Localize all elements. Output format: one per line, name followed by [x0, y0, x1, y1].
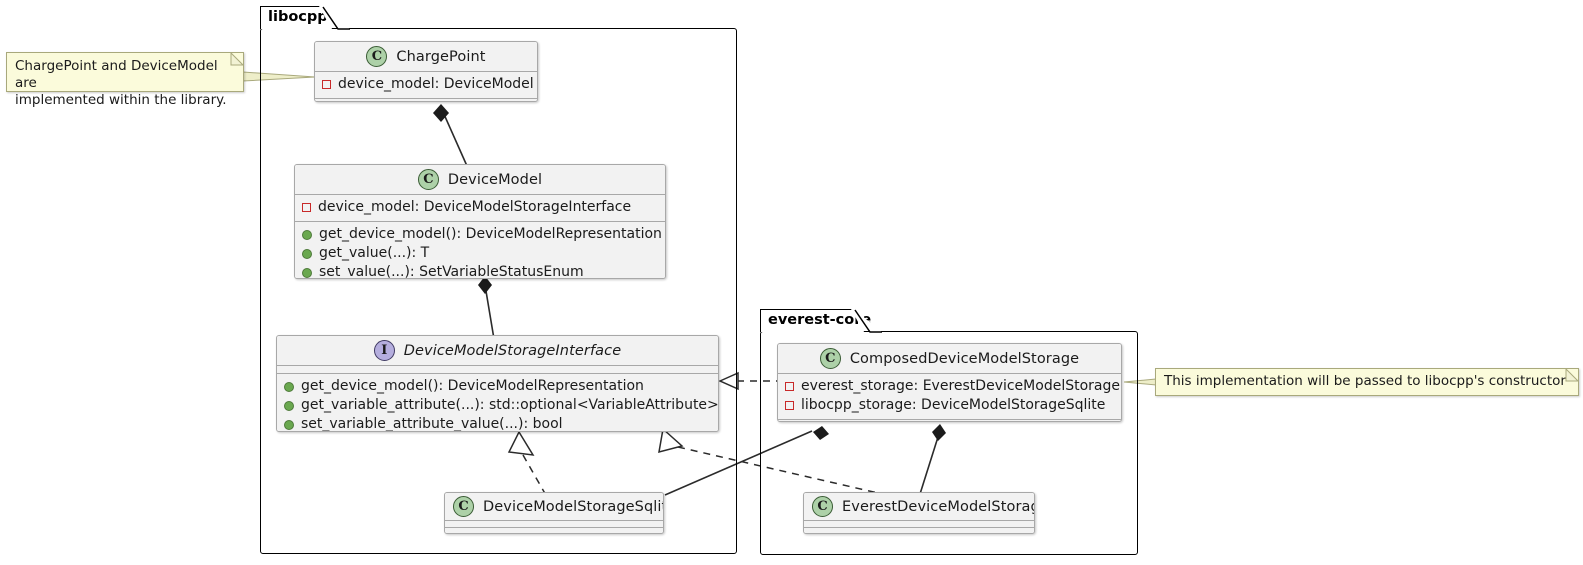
private-visibility-icon [785, 401, 794, 410]
package-libocpp: libocpp [260, 6, 737, 554]
method-text: get_value(...): T [319, 245, 430, 261]
method-text: get_device_model(): DeviceModelRepresent… [319, 226, 662, 242]
interface-icon: I [373, 340, 395, 361]
attribute-text: libocpp_storage: DeviceModelStorageSqlit… [801, 397, 1106, 413]
method-text: get_variable_attribute(...): std::option… [301, 397, 719, 413]
class-EverestDeviceModelStorage[interactable]: C EverestDeviceModelStorage [803, 492, 1035, 534]
method-row: set_variable_attribute_value(...): bool [277, 415, 718, 432]
class-ComposedDeviceModelStorage[interactable]: C ComposedDeviceModelStorage everest_sto… [777, 343, 1122, 422]
class-ComposedDeviceModelStorage-name: ComposedDeviceModelStorage [849, 350, 1080, 367]
package-libocpp-body [260, 28, 737, 554]
class-ChargePoint-methods [315, 99, 537, 101]
class-DeviceModelStorageSqlite-methods [445, 528, 663, 533]
note-constructor: This implementation will be passed to li… [1155, 368, 1579, 396]
method-row: get_device_model(): DeviceModelRepresent… [277, 377, 718, 396]
attribute-text: everest_storage: EverestDeviceModelStora… [801, 378, 1120, 394]
method-row: get_variable_attribute(...): std::option… [277, 396, 718, 415]
class-DeviceModelStorageInterface-name: DeviceModelStorageInterface [403, 342, 622, 359]
class-DeviceModel-attributes: device_model: DeviceModelStorageInterfac… [295, 195, 665, 222]
package-everest-core-label: everest-core [768, 312, 872, 328]
class-DeviceModelStorageSqlite-attributes [445, 521, 663, 528]
package-libocpp-label: libocpp [268, 9, 328, 25]
public-visibility-icon [284, 381, 294, 392]
class-icon: C [453, 496, 474, 517]
method-row: get_value(...): T [295, 244, 665, 263]
class-DeviceModelStorageInterface-methods: get_device_model(): DeviceModelRepresent… [277, 374, 718, 432]
note-library-text: ChargePoint and DeviceModel are implemen… [15, 58, 227, 108]
class-ChargePoint[interactable]: C ChargePoint device_model: DeviceModel [314, 41, 538, 102]
class-icon: C [417, 169, 439, 190]
private-visibility-icon [785, 382, 794, 391]
method-row: set_value(...): SetVariableStatusEnum [295, 263, 665, 279]
package-libocpp-tab: libocpp [260, 6, 332, 30]
attribute-text: device_model: DeviceModel [338, 76, 534, 92]
method-row: get_device_model(): DeviceModelRepresent… [295, 225, 665, 244]
note-constructor-text: This implementation will be passed to li… [1164, 373, 1566, 389]
class-ChargePoint-name: ChargePoint [396, 48, 486, 65]
private-visibility-icon [322, 80, 331, 89]
class-DeviceModel-name: DeviceModel [447, 171, 543, 188]
class-icon: C [366, 46, 388, 67]
class-DeviceModelStorageSqlite-header: C DeviceModelStorageSqlite [445, 493, 663, 521]
class-DeviceModel-methods: get_device_model(): DeviceModelRepresent… [295, 222, 665, 279]
class-icon: C [812, 496, 833, 517]
package-everest-core-tab: everest-core [760, 309, 871, 333]
class-DeviceModel-header: C DeviceModel [295, 165, 665, 195]
attribute-row: device_model: DeviceModel [315, 75, 537, 94]
method-text: set_value(...): SetVariableStatusEnum [319, 264, 584, 279]
class-DeviceModelStorageInterface-attributes [277, 366, 718, 374]
class-icon: C [819, 348, 841, 369]
attribute-row: device_model: DeviceModelStorageInterfac… [295, 198, 665, 217]
class-DeviceModelStorageInterface-header: I DeviceModelStorageInterface [277, 336, 718, 366]
class-ChargePoint-attributes: device_model: DeviceModel [315, 72, 537, 99]
class-DeviceModelStorageInterface[interactable]: I DeviceModelStorageInterface get_device… [276, 335, 719, 432]
attribute-row: everest_storage: EverestDeviceModelStora… [778, 377, 1121, 396]
attribute-row: libocpp_storage: DeviceModelStorageSqlit… [778, 396, 1121, 415]
public-visibility-icon [302, 248, 312, 259]
public-visibility-icon [284, 419, 294, 430]
class-ComposedDeviceModelStorage-header: C ComposedDeviceModelStorage [778, 344, 1121, 374]
class-DeviceModelStorageSqlite-name: DeviceModelStorageSqlite [483, 498, 664, 515]
public-visibility-icon [284, 400, 294, 411]
class-EverestDeviceModelStorage-attributes [804, 521, 1034, 528]
note-library: ChargePoint and DeviceModel are implemen… [6, 52, 244, 108]
class-ComposedDeviceModelStorage-methods [778, 420, 1121, 421]
class-ComposedDeviceModelStorage-attributes: everest_storage: EverestDeviceModelStora… [778, 374, 1121, 420]
class-EverestDeviceModelStorage-name: EverestDeviceModelStorage [842, 498, 1035, 515]
class-EverestDeviceModelStorage-methods [804, 528, 1034, 533]
class-DeviceModelStorageSqlite[interactable]: C DeviceModelStorageSqlite [444, 492, 664, 534]
public-visibility-icon [302, 267, 312, 278]
public-visibility-icon [302, 229, 312, 240]
class-ChargePoint-header: C ChargePoint [315, 42, 537, 72]
class-EverestDeviceModelStorage-header: C EverestDeviceModelStorage [804, 493, 1034, 521]
method-text: get_device_model(): DeviceModelRepresent… [301, 378, 644, 394]
attribute-text: device_model: DeviceModelStorageInterfac… [318, 199, 632, 215]
private-visibility-icon [302, 203, 311, 212]
class-DeviceModel[interactable]: C DeviceModel device_model: DeviceModelS… [294, 164, 666, 279]
method-text: set_variable_attribute_value(...): bool [301, 416, 563, 432]
